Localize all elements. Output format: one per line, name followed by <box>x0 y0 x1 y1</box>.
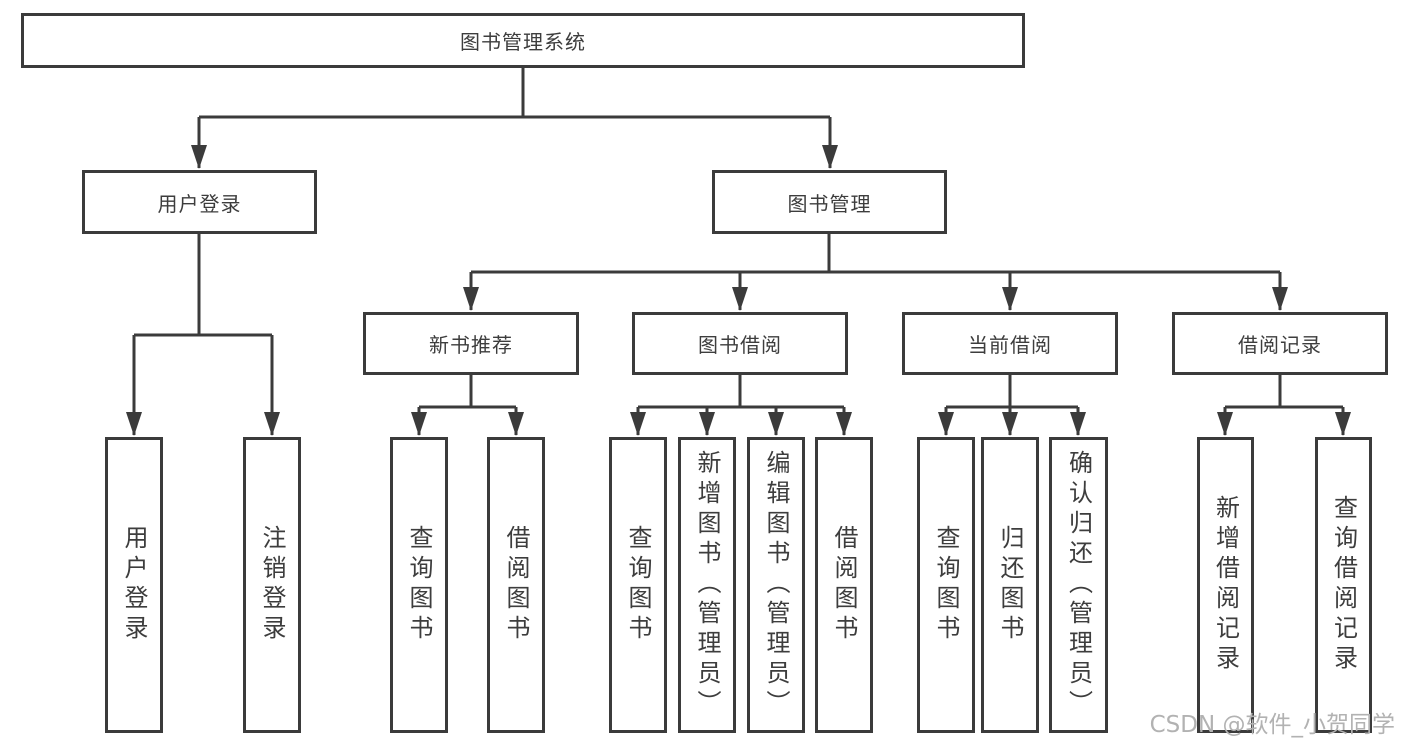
leaf-borrow-books: 借阅图书 <box>815 437 873 733</box>
node-user-login: 用户登录 <box>82 170 317 234</box>
leaf-return-books: 归还图书 <box>981 437 1039 733</box>
leaf-borrow-books-recommend: 借阅图书 <box>487 437 545 733</box>
leaf-query-books-recommend: 查询图书 <box>390 437 448 733</box>
leaf-add-books-admin: 新增图书（管理员） <box>678 437 736 733</box>
leaf-add-borrow-record: 新增借阅记录 <box>1197 437 1254 733</box>
leaf-confirm-return-admin: 确认归还（管理员） <box>1049 437 1108 733</box>
leaf-edit-books-admin: 编辑图书（管理员） <box>747 437 805 733</box>
node-new-book-recommendation: 新书推荐 <box>363 312 579 375</box>
node-book-borrowing: 图书借阅 <box>632 312 848 375</box>
leaf-user-login: 用户登录 <box>105 437 163 733</box>
node-current-borrowing: 当前借阅 <box>902 312 1118 375</box>
leaf-query-borrow-record: 查询借阅记录 <box>1315 437 1372 733</box>
node-borrowing-records: 借阅记录 <box>1172 312 1388 375</box>
leaf-query-books-current: 查询图书 <box>917 437 975 733</box>
csdn-watermark: CSDN @软件_小贺同学 <box>1149 712 1395 738</box>
node-library-management-system: 图书管理系统 <box>21 13 1025 68</box>
node-book-management: 图书管理 <box>712 170 947 234</box>
leaf-logout: 注销登录 <box>243 437 301 733</box>
leaf-query-books-borrowing: 查询图书 <box>609 437 667 733</box>
